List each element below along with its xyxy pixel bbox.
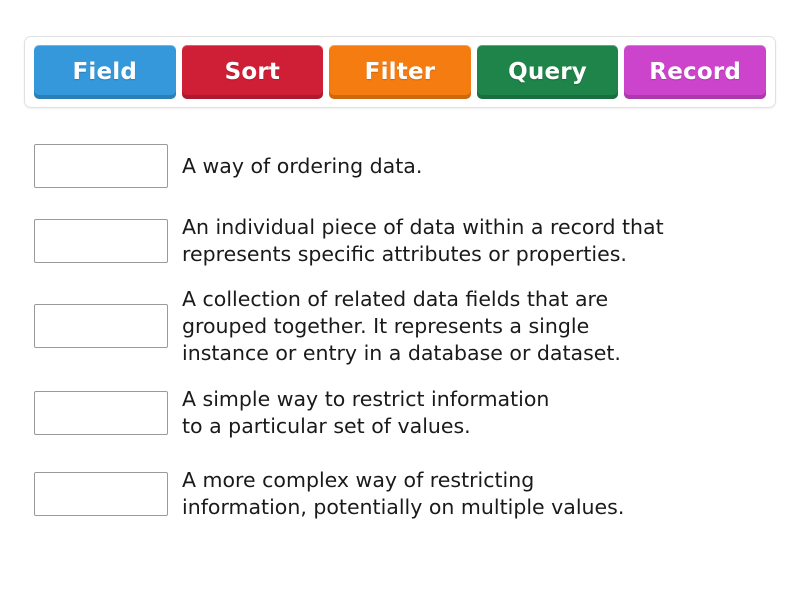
tile-label: Sort [224, 59, 281, 85]
tile-record[interactable]: Record [624, 45, 766, 99]
definition-row: A simple way to restrict information to … [0, 372, 800, 454]
definition-text: A simple way to restrict information to … [182, 387, 550, 438]
definition-text: A collection of related data fields that… [182, 286, 621, 365]
answer-dropzone[interactable] [34, 472, 168, 516]
definition-row: A more complex way of restricting inform… [0, 454, 800, 534]
answer-dropzone[interactable] [34, 304, 168, 348]
answer-dropzone[interactable] [34, 391, 168, 435]
definition-row-list: A way of ordering data. An individual pi… [0, 130, 800, 534]
tile-label: Field [72, 59, 138, 85]
tile-filter[interactable]: Filter [329, 45, 471, 99]
tile-sort[interactable]: Sort [181, 45, 324, 99]
definition-row: A way of ordering data. [0, 130, 800, 202]
answer-dropzone[interactable] [34, 144, 168, 188]
tile-query[interactable]: Query [476, 45, 619, 99]
tile-label: Filter [364, 59, 436, 85]
tile-label: Record [649, 59, 742, 85]
definition-row: A collection of related data fields that… [0, 280, 800, 372]
definition-row: An individual piece of data within a rec… [0, 202, 800, 280]
answer-dropzone[interactable] [34, 219, 168, 263]
tile-field[interactable]: Field [34, 45, 176, 99]
tile-tray: Field Sort Filter Query Record [24, 36, 776, 108]
definition-text: A way of ordering data. [182, 153, 423, 178]
definition-text: An individual piece of data within a rec… [182, 215, 664, 266]
tile-label: Query [508, 59, 588, 85]
definition-text: A more complex way of restricting inform… [182, 468, 625, 519]
